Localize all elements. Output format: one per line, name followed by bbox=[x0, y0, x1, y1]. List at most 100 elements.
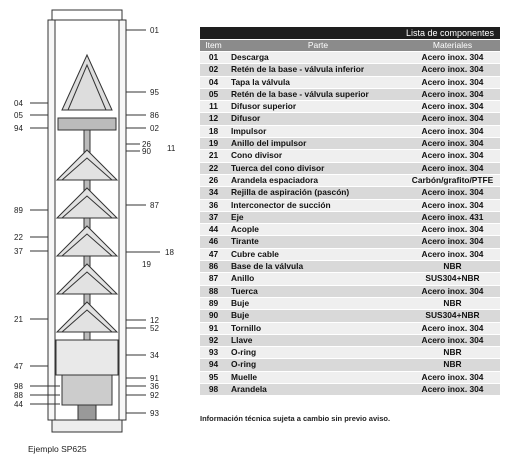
row-material: NBR bbox=[443, 261, 462, 272]
row-item: 44 bbox=[208, 224, 219, 235]
impeller-stage bbox=[55, 263, 119, 295]
component-table: Lista de componentes Item Parte Material… bbox=[200, 27, 500, 396]
callout-22: 22 bbox=[14, 233, 23, 242]
callout-47: 47 bbox=[14, 362, 23, 371]
row-part: Rejilla de aspiración (pascón) bbox=[231, 187, 350, 198]
row-part: Llave bbox=[231, 334, 253, 345]
table-title: Lista de componentes bbox=[200, 27, 500, 39]
row-part: Base de la válvula bbox=[231, 261, 304, 272]
table-row: 22 Tuerca del cono divisor Acero inox. 304 bbox=[200, 161, 500, 174]
callout-37: 37 bbox=[14, 247, 23, 256]
table-row: 95 Muelle Acero inox. 304 bbox=[200, 370, 500, 384]
row-part: Arandela bbox=[231, 384, 267, 395]
row-part: O-ring bbox=[231, 359, 257, 370]
row-part: Difusor bbox=[231, 113, 261, 124]
row-item: 22 bbox=[208, 162, 219, 173]
row-material: NBR bbox=[443, 297, 462, 308]
row-part: Difusor superior bbox=[231, 101, 297, 112]
table-row: 34 Rejilla de aspiración (pascón) Acero in… bbox=[200, 186, 500, 199]
callout-36: 36 bbox=[150, 382, 159, 391]
row-material: Acero inox. 304 bbox=[421, 199, 484, 210]
table-header: Item Parte Materiales bbox=[200, 39, 500, 51]
row-material: Acero inox. 304 bbox=[421, 113, 484, 124]
row-part: Anillo bbox=[231, 273, 255, 284]
callout-19: 19 bbox=[142, 260, 151, 269]
impeller-stage bbox=[55, 301, 119, 333]
table-row: 91 Tornillo Acero inox. 304 bbox=[200, 321, 500, 334]
row-part: Tuerca del cono divisor bbox=[231, 162, 325, 173]
pump-diagram: 04 05 94 89 22 37 21 47 98 88 44 01 95 8… bbox=[0, 0, 200, 465]
row-part: Buje bbox=[231, 297, 250, 308]
row-item: 46 bbox=[208, 236, 219, 247]
row-material: Acero inox. 304 bbox=[421, 371, 484, 382]
row-material: Acero inox. 304 bbox=[421, 101, 484, 112]
row-material: Acero inox. 304 bbox=[421, 88, 484, 99]
callout-02: 02 bbox=[150, 124, 159, 133]
row-item: 98 bbox=[208, 384, 219, 395]
callout-95: 95 bbox=[150, 88, 159, 97]
row-material: NBR bbox=[443, 359, 462, 370]
row-material: Acero inox. 304 bbox=[421, 76, 484, 87]
row-part: Eje bbox=[231, 211, 244, 222]
callout-21: 21 bbox=[14, 315, 23, 324]
callout-86: 86 bbox=[150, 111, 159, 120]
row-part: Retén de la base - válvula inferior bbox=[231, 64, 365, 75]
row-material: Acero inox. 304 bbox=[421, 162, 484, 173]
row-material: Acero inox. 304 bbox=[421, 322, 484, 333]
row-part: Descarga bbox=[231, 52, 269, 62]
impeller-stage bbox=[55, 225, 119, 257]
row-material: SUS304+NBR bbox=[425, 310, 480, 321]
row-part: Tornillo bbox=[231, 322, 262, 333]
row-part: Cubre cable bbox=[231, 248, 279, 259]
row-item: 34 bbox=[208, 187, 219, 198]
callout-52: 52 bbox=[150, 324, 159, 333]
row-material: Acero inox. 304 bbox=[421, 334, 484, 345]
row-item: 37 bbox=[208, 211, 219, 222]
row-material: NBR bbox=[443, 347, 462, 358]
callout-12: 12 bbox=[150, 316, 159, 325]
header-part: Parte bbox=[307, 40, 329, 50]
row-material: SUS304+NBR bbox=[425, 273, 480, 284]
callout-98: 98 bbox=[14, 382, 23, 391]
row-item: 01 bbox=[208, 52, 219, 62]
callout-89: 89 bbox=[14, 206, 23, 215]
row-part: Arandela espaciadora bbox=[231, 174, 319, 185]
callout-94: 94 bbox=[14, 124, 23, 133]
impeller-stage bbox=[55, 187, 119, 219]
callout-18: 18 bbox=[165, 248, 174, 257]
pump-cross-section-drawing bbox=[30, 9, 160, 433]
row-part: Buje bbox=[231, 310, 250, 321]
row-item: 91 bbox=[208, 322, 219, 333]
row-item: 05 bbox=[208, 88, 219, 99]
row-part: Interconector de succión bbox=[231, 199, 331, 210]
header-item: Item bbox=[205, 40, 222, 50]
row-item: 95 bbox=[208, 371, 219, 382]
callout-26: 26 bbox=[142, 140, 151, 149]
callout-11: 11 bbox=[167, 144, 176, 153]
row-material: Acero inox. 304 bbox=[421, 138, 484, 149]
row-part: Tapa la válvula bbox=[231, 76, 290, 87]
row-item: 21 bbox=[208, 150, 219, 161]
row-material: Acero inox. 304 bbox=[421, 384, 484, 395]
row-material: Acero inox. 304 bbox=[421, 187, 484, 198]
row-material: Acero inox. 431 bbox=[421, 211, 484, 222]
row-part: Muelle bbox=[231, 371, 258, 382]
callout-93: 93 bbox=[150, 409, 159, 418]
table-row: 05 Retén de la base - válvula superior Ace… bbox=[200, 87, 500, 101]
figure-caption: Ejemplo SP625 bbox=[28, 444, 87, 454]
row-part: Tuerca bbox=[231, 285, 258, 296]
table-row: 98 Arandela Acero inox. 304 bbox=[200, 383, 500, 396]
row-item: 11 bbox=[209, 101, 218, 112]
row-part: Retén de la base - válvula superior bbox=[231, 88, 369, 99]
row-item: 92 bbox=[208, 334, 219, 345]
